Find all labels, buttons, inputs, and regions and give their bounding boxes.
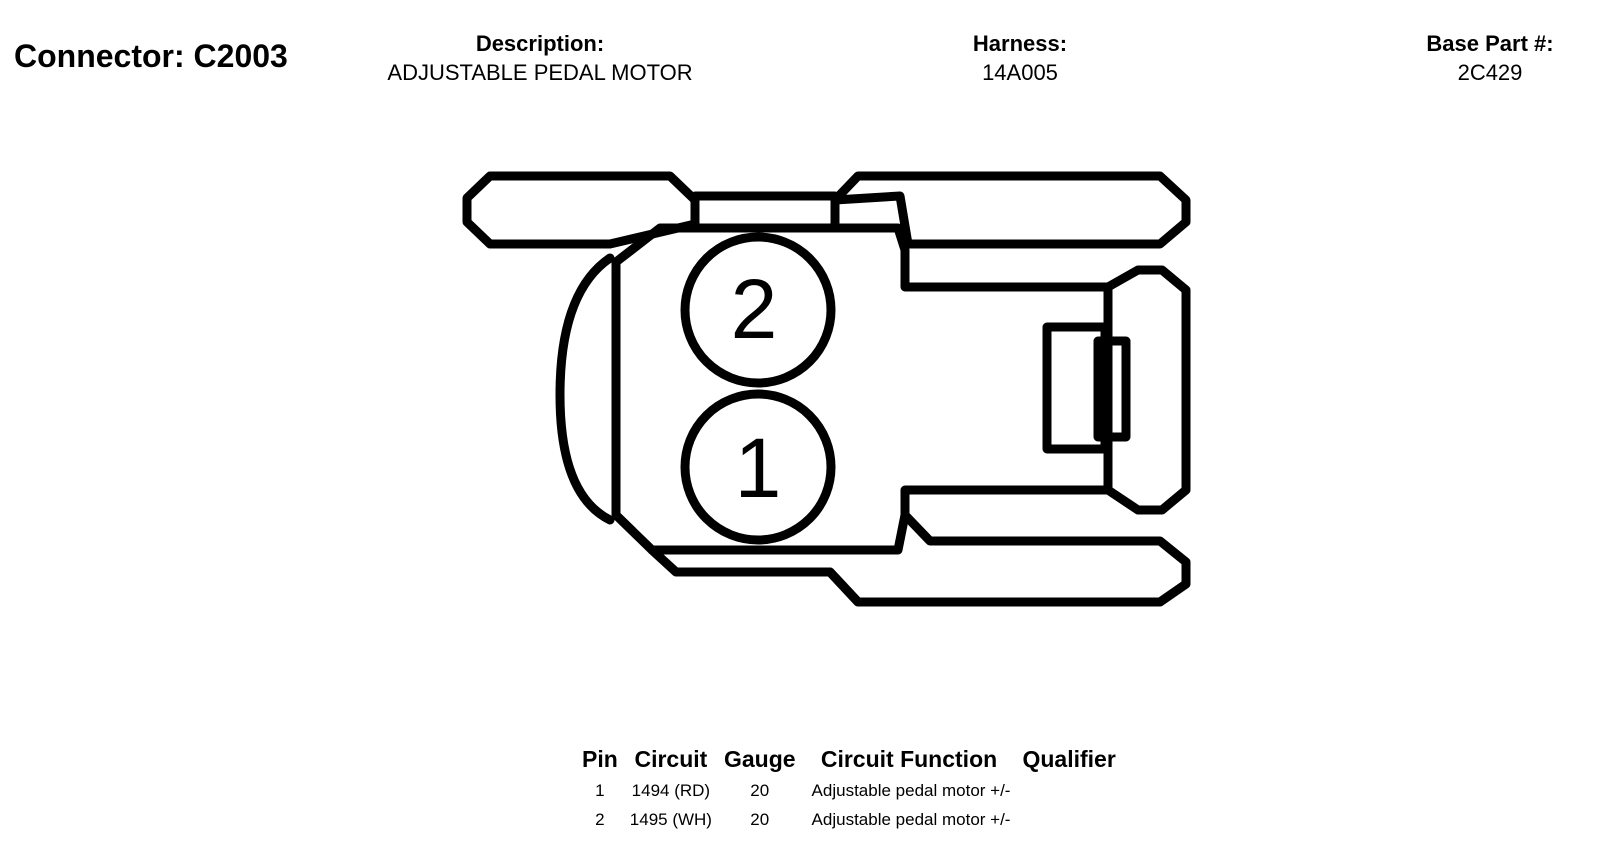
lock-block-inner	[1093, 336, 1131, 442]
table-row: 1 1494 (RD) 20 Adjustable pedal motor +/…	[576, 776, 1122, 805]
latch-rail-top-right	[830, 171, 1191, 249]
description-value: ADJUSTABLE PEDAL MOTOR	[387, 60, 693, 85]
cell-gauge: 20	[750, 780, 770, 800]
pin-table: Pin Circuit Gauge Circuit Function Quali…	[576, 742, 1122, 834]
side-rail-left	[555, 253, 615, 525]
description-block: Description: ADJUSTABLE PEDAL MOTOR	[340, 30, 740, 88]
pin-1-label: 1	[735, 421, 782, 515]
cell-gauge: 20	[750, 809, 770, 829]
lock-block-outer	[1042, 322, 1110, 454]
cell-circuit: 1494 (RD)	[631, 780, 711, 800]
column-header-qualifier: Qualifier	[1022, 745, 1116, 772]
top-bridge	[690, 191, 840, 233]
harness-value: 14A005	[982, 60, 1058, 85]
cell-circuit: 1495 (WH)	[629, 809, 712, 829]
base-part-value: 2C429	[1457, 60, 1523, 85]
cell-qualifier	[1016, 776, 1121, 805]
pin-1-cavity	[680, 389, 836, 545]
table-header-row: Pin Circuit Gauge Circuit Function Quali…	[576, 742, 1122, 776]
latch-right	[1103, 265, 1191, 515]
bottom-lip	[647, 545, 863, 607]
cell-pin: 2	[595, 809, 605, 829]
housing-body	[611, 223, 1113, 555]
connector-title: Connector: C2003	[14, 38, 288, 74]
harness-label: Harness:	[972, 31, 1068, 56]
harness-block: Harness: 14A005	[920, 30, 1120, 88]
pin-2-cavity	[680, 232, 836, 388]
column-header-pin: Pin	[582, 745, 618, 772]
column-header-circuit-function: Circuit Function	[820, 745, 998, 772]
latch-tab-top-left	[462, 171, 700, 249]
cell-qualifier	[1016, 805, 1121, 834]
cell-circuit-function: Adjustable pedal motor +/-	[811, 780, 1011, 800]
table-row: 2 1495 (WH) 20 Adjustable pedal motor +/…	[576, 805, 1122, 834]
latch-rail-bottom-right	[825, 510, 1191, 607]
base-part-label: Base Part #:	[1426, 31, 1554, 56]
cell-circuit-function: Adjustable pedal motor +/-	[811, 809, 1011, 829]
base-part-block: Base Part #: 2C429	[1390, 30, 1590, 88]
description-label: Description:	[475, 31, 605, 56]
pin-2-label: 2	[731, 262, 778, 356]
column-header-gauge: Gauge	[723, 745, 796, 772]
column-header-circuit: Circuit	[634, 745, 708, 772]
cell-pin: 1	[595, 780, 605, 800]
